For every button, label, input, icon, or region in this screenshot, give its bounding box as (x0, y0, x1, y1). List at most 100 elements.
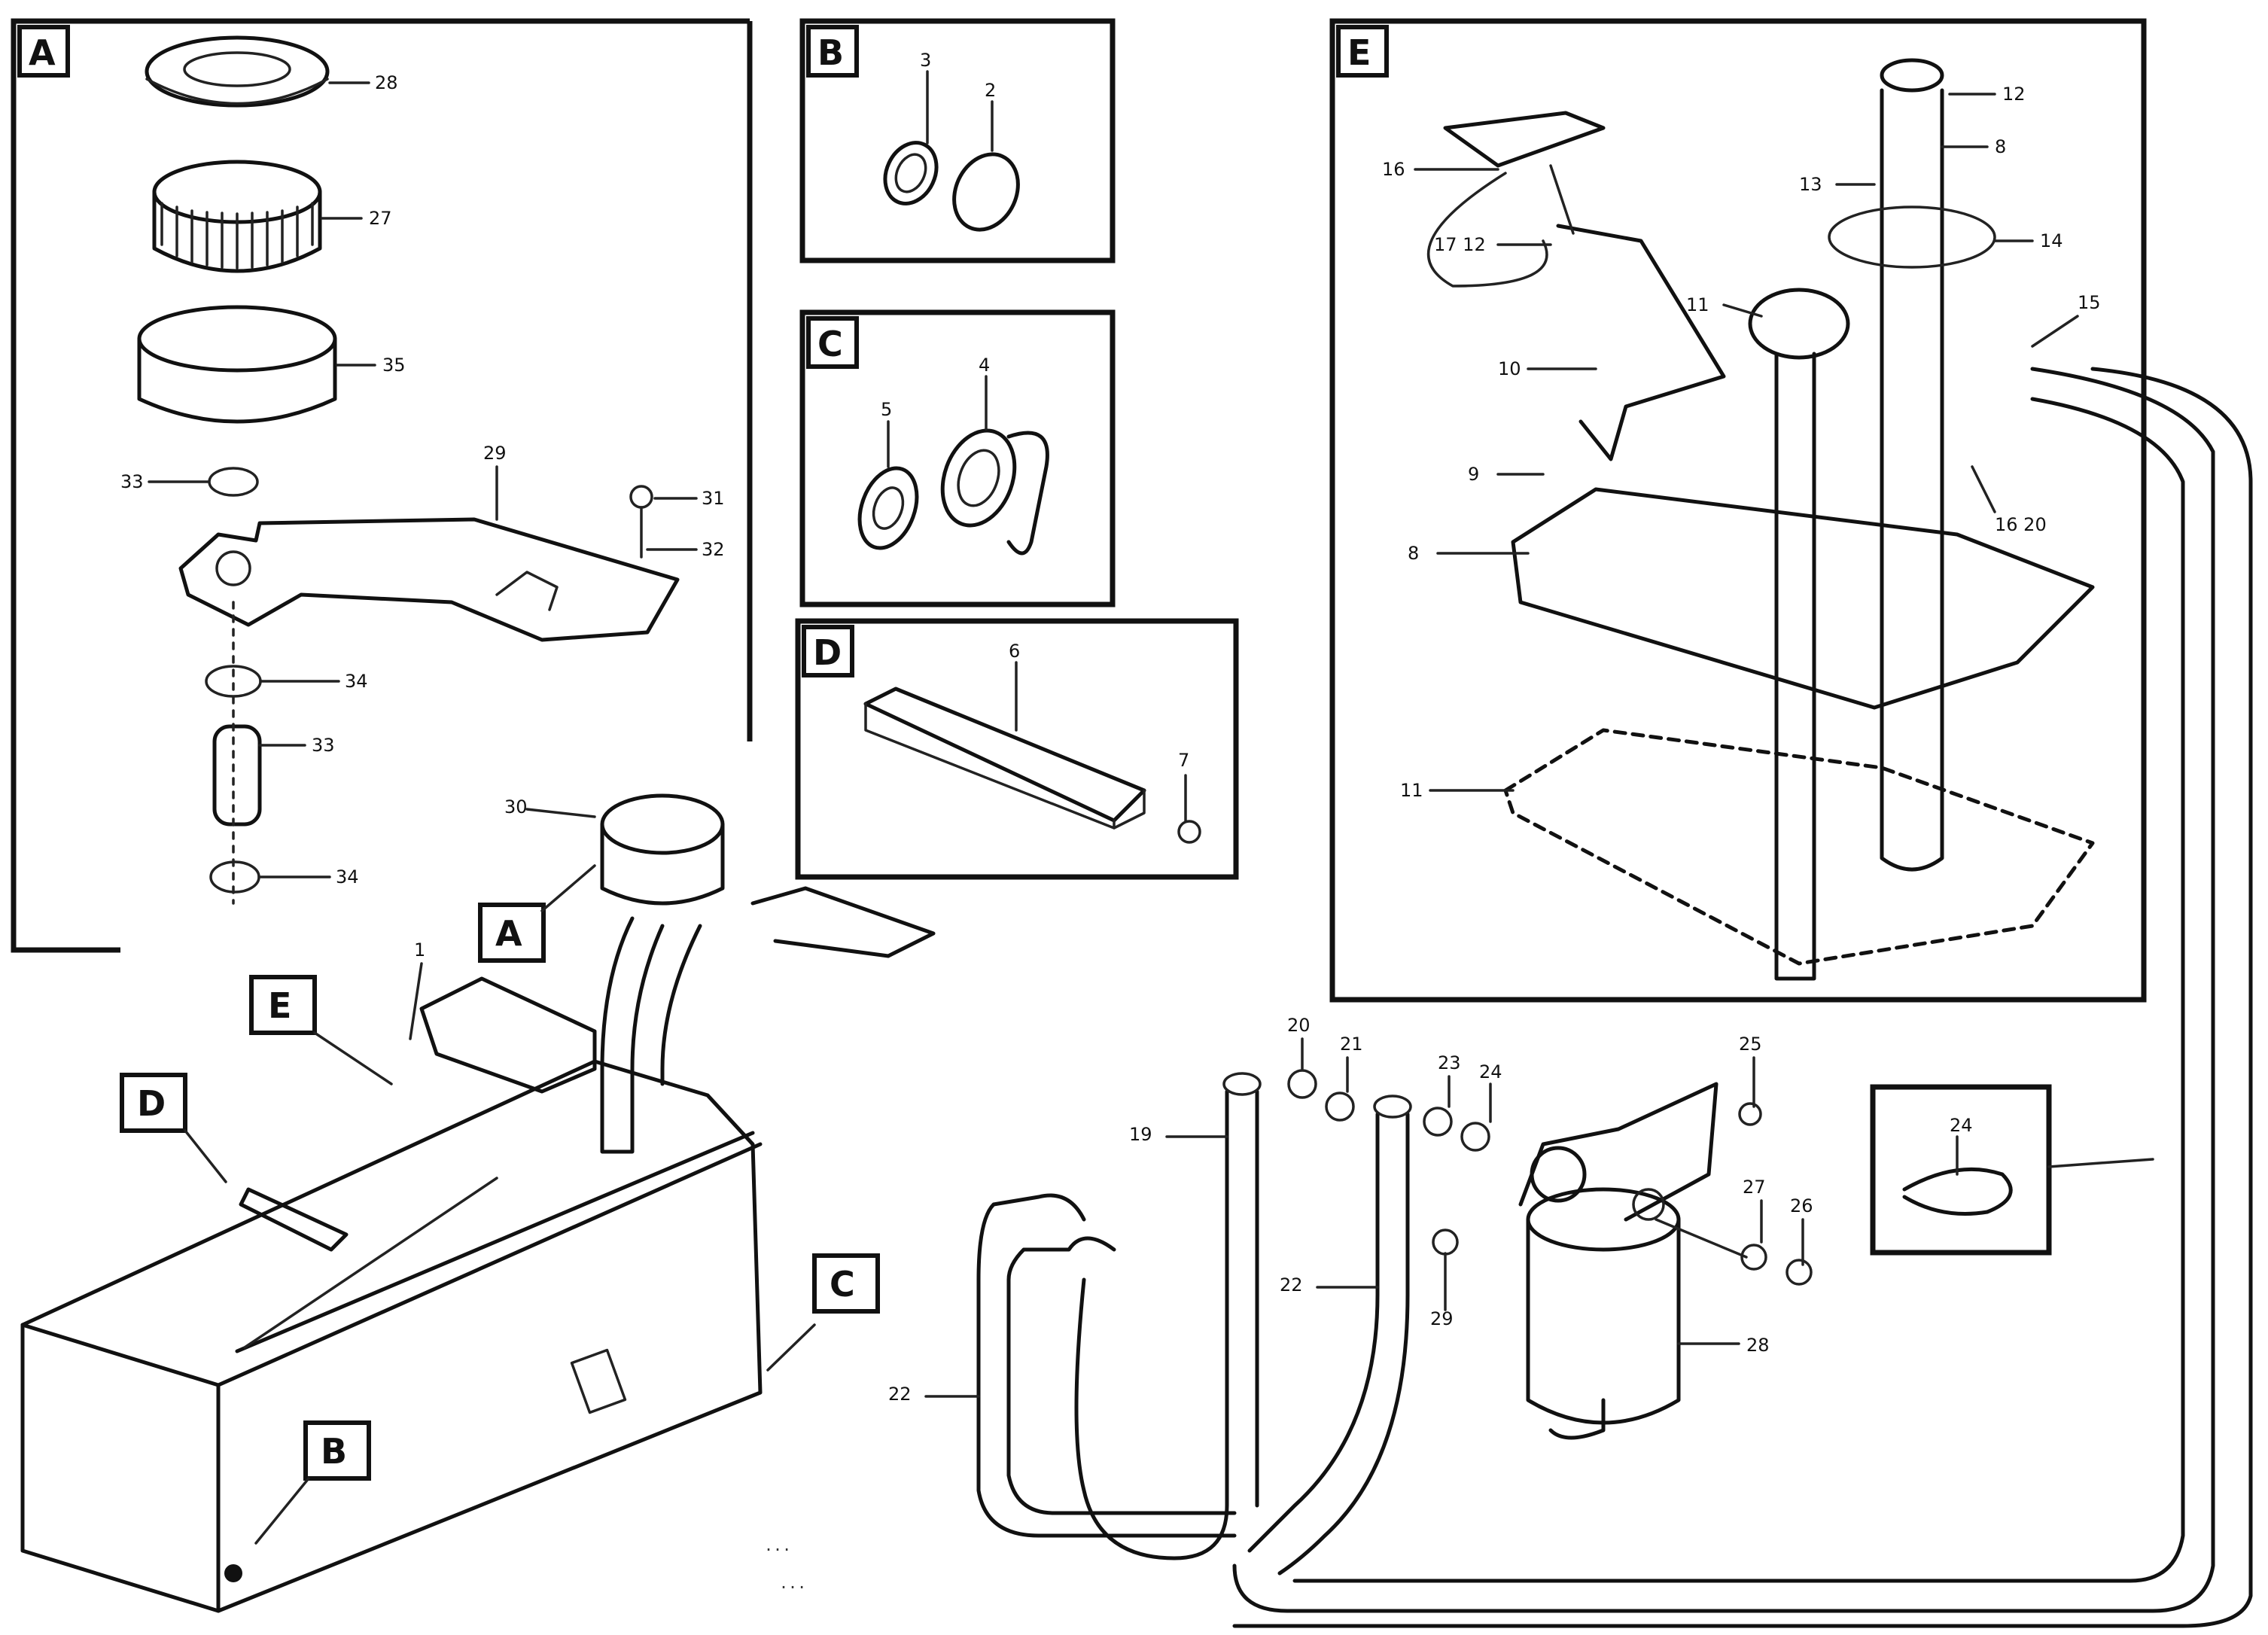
tank-callout-c[interactable]: C (812, 1253, 880, 1314)
view-e: E 16 17 12 10 9 8 11 11 12 8 13 14 15 (1232, 18, 2253, 1628)
svg-text:11: 11 (1400, 780, 1423, 801)
hose-22 (976, 1193, 1237, 1538)
sight-glass-ring (857, 466, 919, 550)
svg-text:E: E (268, 985, 291, 1026)
svg-text:34: 34 (336, 866, 359, 888)
hose-clamp (1902, 1167, 2013, 1216)
svg-text:8: 8 (1995, 136, 2006, 157)
filler-cap-on-tank (600, 793, 725, 855)
tank-callout-d[interactable]: D (120, 1073, 187, 1133)
svg-text:10: 10 (1498, 358, 1521, 379)
tank-callout-b[interactable]: B (303, 1420, 371, 1481)
view-c-tag: C (806, 316, 859, 369)
svg-text:15: 15 (2078, 292, 2101, 313)
svg-text:1: 1 (414, 939, 425, 961)
svg-text:34: 34 (345, 671, 368, 692)
part-number: 28 (375, 72, 398, 93)
svg-text:4: 4 (979, 355, 990, 376)
hose-adapter (212, 724, 262, 827)
svg-text:27: 27 (1743, 1177, 1766, 1198)
gasket (1006, 431, 1049, 556)
svg-text:29: 29 (483, 443, 507, 464)
figure-code: ... (764, 1536, 791, 1554)
svg-text:20: 20 (1287, 1015, 1311, 1036)
svg-text:7: 7 (1178, 750, 1189, 771)
svg-text:8: 8 (1408, 543, 1419, 564)
fuel-tank: 30 1 A E D C B (20, 793, 936, 1613)
drawing-ref: ... (779, 1574, 806, 1592)
svg-text:28: 28 (1746, 1335, 1770, 1356)
svg-text:5: 5 (881, 399, 892, 420)
svg-text:31: 31 (702, 488, 725, 509)
svg-text:22: 22 (888, 1384, 912, 1405)
bracket-plate (178, 517, 680, 642)
svg-text:11: 11 (1686, 294, 1709, 315)
view-c: C 5 4 (799, 309, 1116, 607)
svg-text:27: 27 (369, 208, 392, 229)
level-sensor-head (1443, 111, 1606, 168)
svg-text:32: 32 (702, 539, 725, 560)
view-a-tag: A (17, 25, 70, 78)
svg-text:3: 3 (920, 50, 931, 71)
return-tube (1880, 88, 1944, 872)
strainer (137, 305, 337, 373)
view-d-tag: D (802, 625, 854, 677)
svg-text:A: A (29, 32, 56, 73)
svg-text:14: 14 (2040, 230, 2063, 251)
view-b-frame (799, 18, 1116, 263)
level-sender (419, 976, 597, 1094)
breather-strip (863, 687, 1146, 823)
svg-text:D: D (813, 632, 842, 673)
tank-body (20, 1059, 763, 1613)
svg-text:C: C (817, 324, 843, 364)
svg-text:16 20: 16 20 (1995, 514, 2047, 535)
svg-text:B: B (321, 1431, 347, 1472)
clamp-detail-frame (1870, 1084, 2052, 1256)
svg-text:19: 19 (1129, 1124, 1152, 1145)
svg-text:33: 33 (120, 471, 144, 492)
view-d-frame (795, 618, 1239, 880)
svg-text:22: 22 (1280, 1274, 1303, 1296)
tube-cap (1748, 288, 1850, 360)
washer (883, 141, 939, 206)
view-b-tag: B (806, 25, 859, 78)
view-a-frame (11, 18, 753, 953)
suction-tube (1774, 352, 1816, 981)
sight-glass (940, 428, 1017, 528)
view-d: D 6 7 (795, 618, 1239, 880)
svg-text:30: 30 (504, 796, 528, 818)
drain-plug-on-tank (224, 1564, 242, 1582)
svg-text:12: 12 (2002, 84, 2026, 105)
svg-text:24: 24 (1479, 1061, 1502, 1082)
tank-callout-e[interactable]: E (249, 975, 317, 1035)
svg-text:A: A (495, 913, 522, 954)
svg-text:16: 16 (1382, 159, 1405, 180)
svg-text:9: 9 (1468, 464, 1479, 485)
hose-21 (1247, 1112, 1380, 1553)
svg-text:17 12: 17 12 (1434, 234, 1486, 255)
svg-text:23: 23 (1438, 1052, 1461, 1073)
view-e-tag: E (1336, 25, 1389, 78)
sight-glass-port (570, 1348, 627, 1414)
svg-text:24: 24 (1950, 1115, 1973, 1136)
svg-text:6: 6 (1009, 641, 1020, 662)
svg-text:25: 25 (1739, 1034, 1762, 1055)
svg-text:B: B (817, 32, 844, 73)
svg-text:E: E (1347, 32, 1371, 73)
filler-cap (145, 35, 330, 108)
baffle (1556, 224, 1726, 461)
hoses-and-filter: 22 19 22 20 21 23 24 25 27 (888, 1015, 2154, 1576)
hose-19 (1074, 1089, 1229, 1560)
svg-text:D: D (137, 1083, 166, 1124)
view-e-frame (1329, 18, 2147, 1003)
view-a: A 28 27 35 33 29 31 32 (11, 18, 753, 953)
svg-text:29: 29 (1430, 1308, 1454, 1329)
svg-text:2: 2 (985, 80, 996, 101)
tank-callout-a[interactable]: A (478, 903, 546, 963)
view-c-frame (799, 309, 1116, 607)
svg-text:13: 13 (1799, 174, 1822, 195)
svg-text:C: C (830, 1264, 855, 1305)
svg-text:21: 21 (1340, 1034, 1363, 1055)
svg-text:33: 33 (312, 735, 335, 756)
